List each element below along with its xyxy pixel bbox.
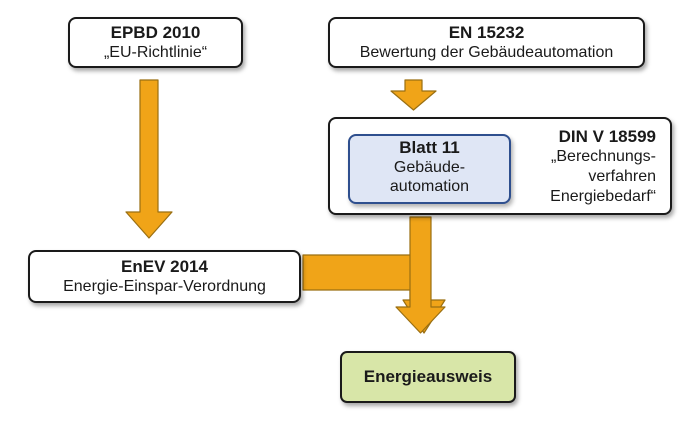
node-enev-2014: EnEV 2014 Energie-Einspar-Verordnung (28, 250, 301, 303)
blatt-line-1: Gebäude- (393, 159, 466, 176)
node-epbd-2010: EPBD 2010 „EU-Richtlinie“ (68, 17, 243, 68)
blatt-title: Blatt 11 (399, 138, 460, 157)
epbd-subtitle: „EU-Richtlinie“ (103, 44, 208, 61)
arrow-din-to-ausweis (395, 216, 446, 334)
din-line-1: „Berechnungs- (551, 148, 656, 165)
epbd-title: EPBD 2010 (110, 23, 201, 42)
arrow-epbd-to-enev (125, 79, 173, 239)
enev-title: EnEV 2014 (121, 257, 208, 276)
din-line-3: Energiebedarf“ (550, 188, 656, 205)
node-en-15232: EN 15232 Bewertung der Gebäudeautomation (328, 17, 645, 68)
node-din-v-18599: Blatt 11 Gebäude- automation DIN V 18599… (328, 117, 672, 215)
blatt-line-2: automation (389, 178, 470, 195)
arrow-en-to-din (390, 79, 437, 111)
din-text-block: DIN V 18599 „Berechnungs- verfahren Ener… (550, 127, 656, 207)
en15232-title: EN 15232 (448, 23, 525, 42)
din-title: DIN V 18599 (558, 127, 656, 146)
enev-subtitle: Energie-Einspar-Verordnung (63, 278, 266, 295)
din-line-2: verfahren (588, 168, 656, 185)
node-energieausweis: Energieausweis (340, 351, 516, 403)
node-blatt-11: Blatt 11 Gebäude- automation (348, 134, 511, 204)
ausweis-title: Energieausweis (363, 367, 493, 386)
en15232-subtitle: Bewertung der Gebäudeautomation (359, 44, 614, 61)
